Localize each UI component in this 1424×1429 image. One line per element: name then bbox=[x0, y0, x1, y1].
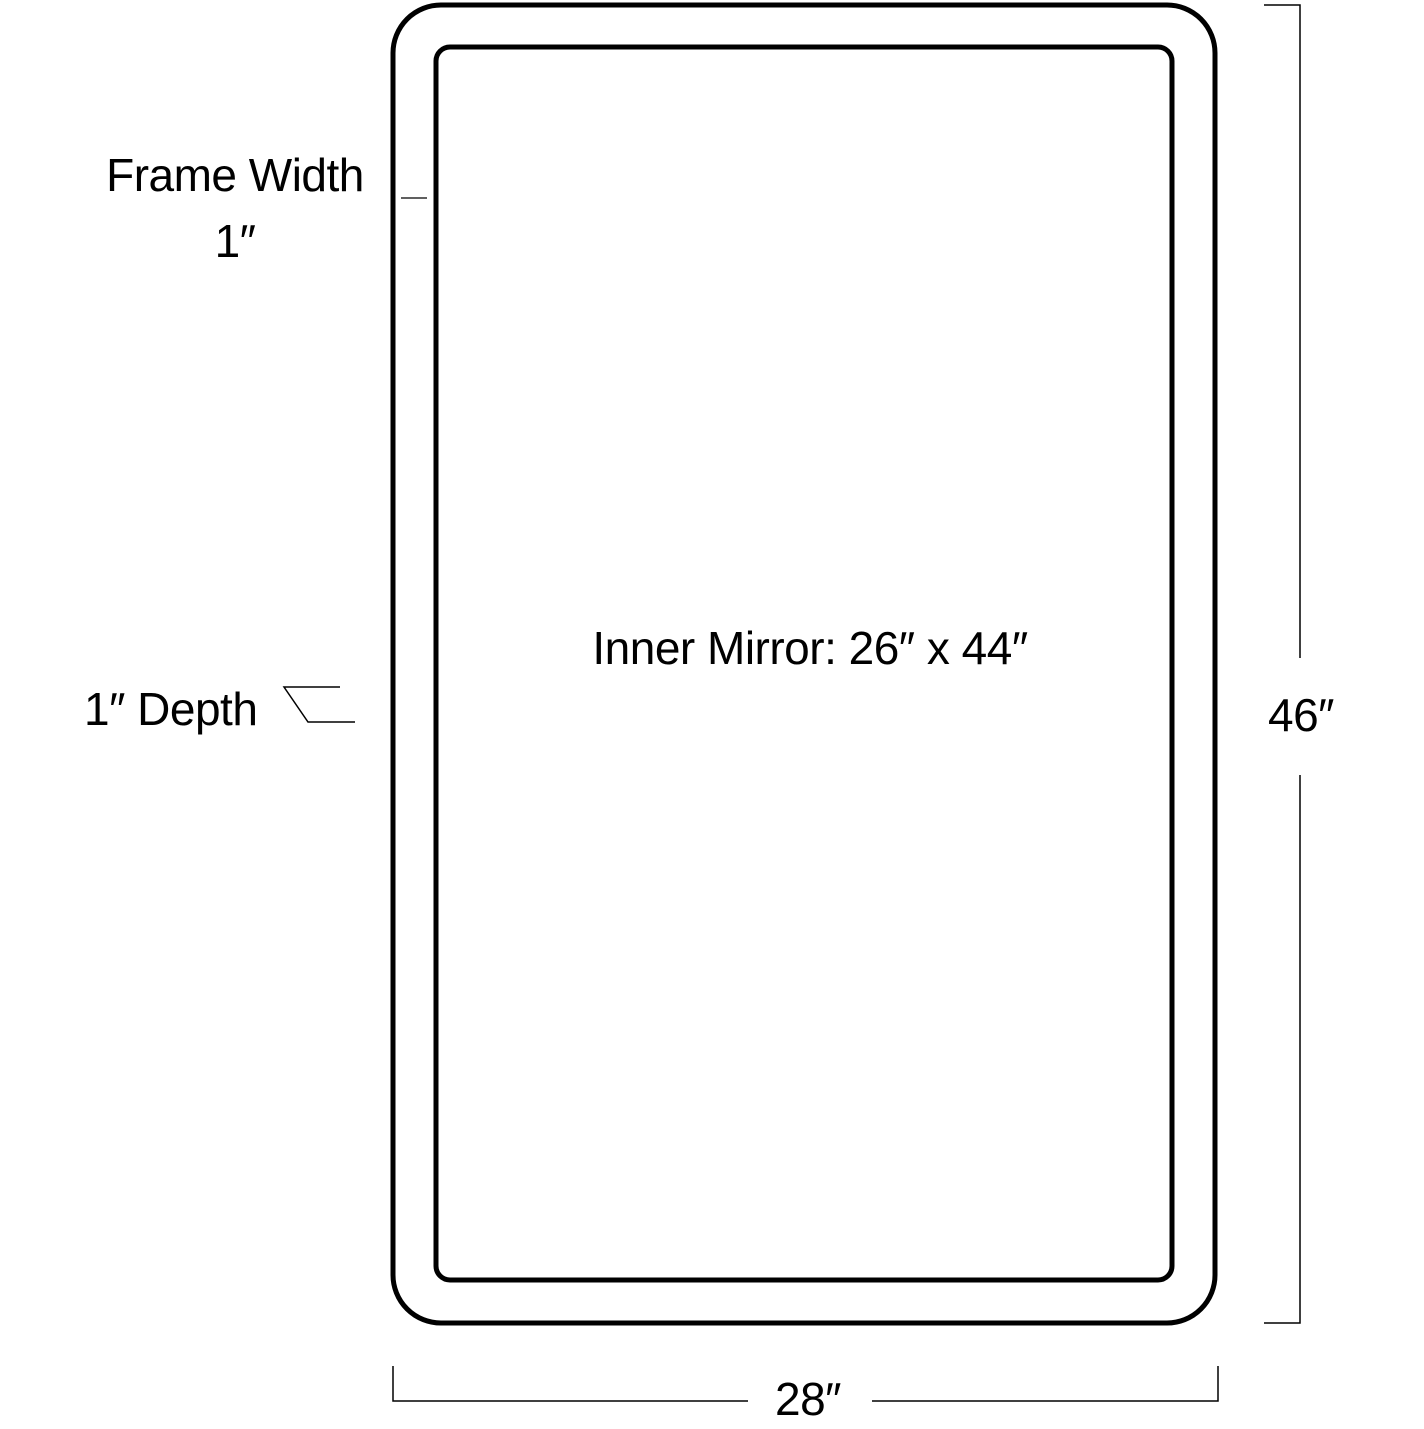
depth-label: 1″ Depth bbox=[84, 683, 258, 735]
overall-width-label: 28″ bbox=[775, 1373, 841, 1425]
width-dimension-line-left bbox=[392, 1366, 748, 1402]
overall-height-label: 46″ bbox=[1268, 689, 1334, 741]
inner-mirror-label: Inner Mirror: 26″ x 44″ bbox=[592, 622, 1028, 674]
inner-mirror bbox=[433, 44, 1175, 1283]
width-dimension-line-right bbox=[872, 1366, 1219, 1402]
outer-frame bbox=[390, 2, 1218, 1326]
height-dimension-line-bottom bbox=[1264, 775, 1301, 1324]
height-dimension-line-top bbox=[1264, 4, 1301, 658]
depth-indicator-symbol bbox=[282, 686, 355, 723]
frame-width-label: Frame Width bbox=[106, 149, 364, 201]
frame-width-value: 1″ bbox=[214, 215, 256, 267]
